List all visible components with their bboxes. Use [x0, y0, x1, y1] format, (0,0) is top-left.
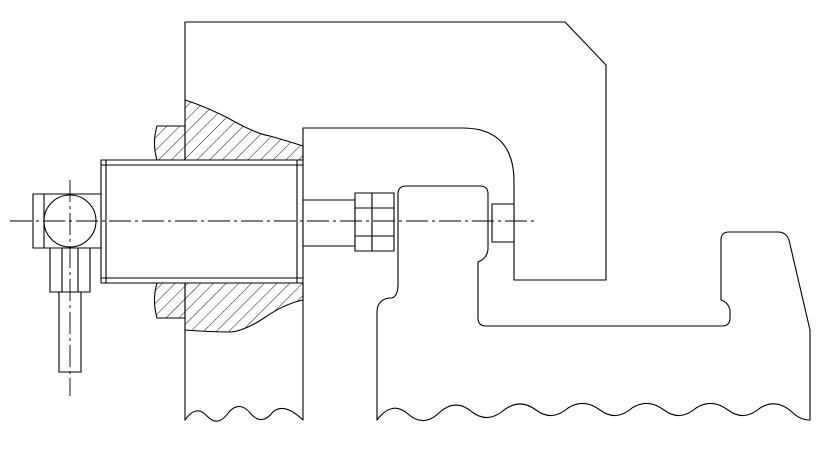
lower-hatched-boss: [184, 282, 304, 333]
workpiece-outline: [376, 185, 811, 421]
sensor-housing: [100, 159, 304, 284]
c-frame-body: [184, 21, 607, 421]
upper-nut-section: [153, 125, 186, 161]
measuring-pin: [302, 199, 356, 247]
frame-break-line: [184, 405, 304, 422]
pin-hex-nut: [371, 192, 395, 252]
pin-nut-outer: [354, 192, 373, 252]
anvil-stud: [491, 203, 515, 243]
upper-hatched-boss: [184, 99, 304, 161]
workpiece-break-line: [376, 402, 811, 422]
lower-nut-section: [153, 282, 186, 319]
